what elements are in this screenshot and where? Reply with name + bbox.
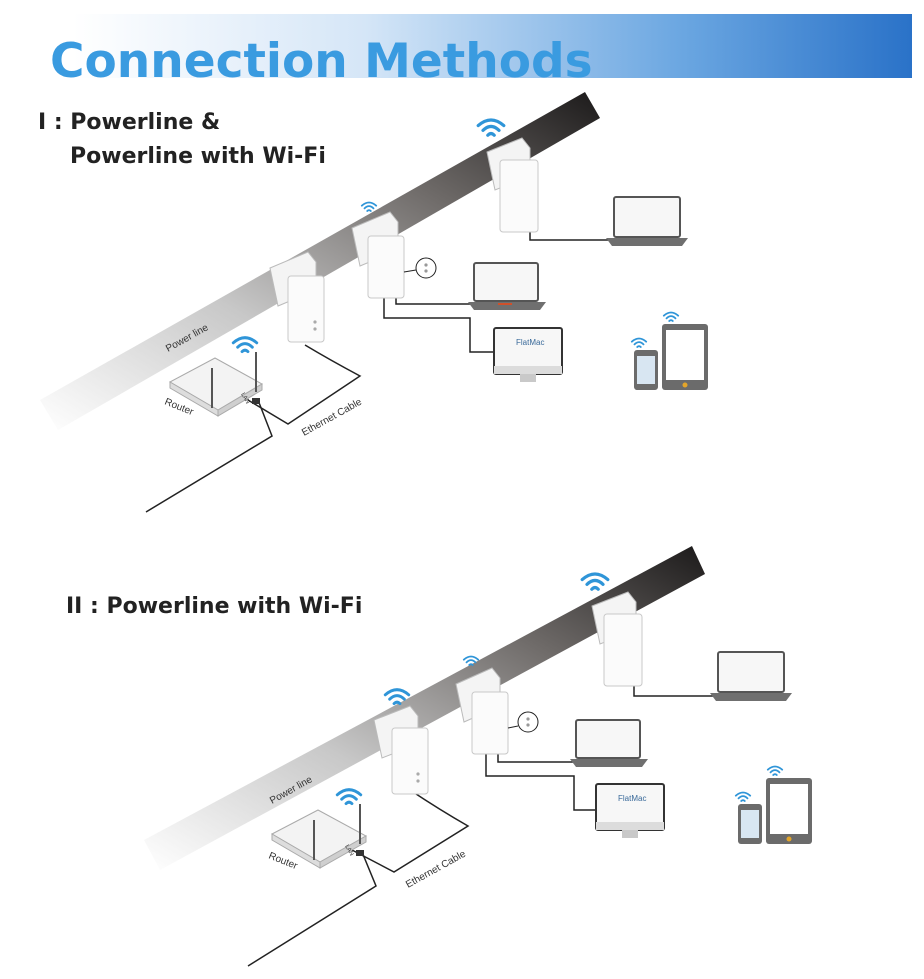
page-title: Connection Methods xyxy=(50,34,593,89)
powerline-wifi-adapter-icon xyxy=(591,591,643,687)
router-label: Router xyxy=(267,851,300,873)
ethernet-cable-label: Ethernet Cable xyxy=(300,396,364,438)
ethernet-cable xyxy=(351,789,470,873)
powerline-wifi-adapter-icon xyxy=(373,705,429,795)
monitor-cable xyxy=(383,295,495,353)
wan-cable xyxy=(247,851,377,967)
monitor-brand: FlatMac xyxy=(618,794,646,803)
section-1-title-line-2: Powerline with Wi-Fi xyxy=(70,144,326,169)
monitor-brand: FlatMac xyxy=(516,338,544,347)
laptop-icon xyxy=(606,196,688,246)
ethernet-cable-label: Ethernet Cable xyxy=(404,848,468,890)
section-1-title-line-1: I : Powerline & xyxy=(38,110,221,135)
powerline-adapter-icon xyxy=(269,251,325,343)
powerline-wifi-adapter-icon xyxy=(455,667,539,755)
laptop-icon xyxy=(710,651,792,701)
monitor-icon: FlatMac xyxy=(595,783,665,838)
laptop-icon xyxy=(570,719,648,767)
laptop-cable-2 xyxy=(497,748,576,763)
router-icon xyxy=(168,352,264,417)
tablet-icon xyxy=(766,778,812,844)
tablet-icon xyxy=(662,324,708,390)
wifi-icon xyxy=(766,765,784,776)
wifi-icon xyxy=(630,337,648,348)
ethernet-cable xyxy=(247,344,362,425)
router-icon xyxy=(270,804,368,869)
wifi-icon xyxy=(734,791,752,802)
laptop-icon xyxy=(468,262,546,310)
monitor-cable xyxy=(485,752,598,811)
section-2-title: II : Powerline with Wi-Fi xyxy=(66,594,363,619)
power-line-beam xyxy=(40,92,600,430)
power-line-beam xyxy=(144,546,705,870)
phone-icon xyxy=(738,804,762,844)
section-1-diagram: Power line xyxy=(40,92,708,513)
header-banner: Connection Methods xyxy=(0,14,912,89)
laptop-cable-1 xyxy=(529,225,610,241)
wifi-icon xyxy=(476,118,506,137)
wifi-icon xyxy=(335,788,363,806)
powerline-wifi-adapter-icon xyxy=(486,137,539,233)
lan-port-label: LAN xyxy=(239,392,250,405)
phone-icon xyxy=(634,350,658,390)
powerline-wifi-adapter-icon xyxy=(351,211,437,299)
laptop-cable-2 xyxy=(395,290,474,305)
lan-port-label: LAN xyxy=(343,844,354,857)
monitor-icon: FlatMac xyxy=(493,327,563,382)
wifi-icon xyxy=(662,311,680,322)
wifi-icon xyxy=(360,201,378,212)
wan-cable xyxy=(145,399,273,513)
wifi-icon xyxy=(580,572,610,591)
section-2-diagram: Power line xyxy=(144,546,812,967)
wifi-icon xyxy=(231,336,259,354)
laptop-cable-1 xyxy=(633,680,714,697)
